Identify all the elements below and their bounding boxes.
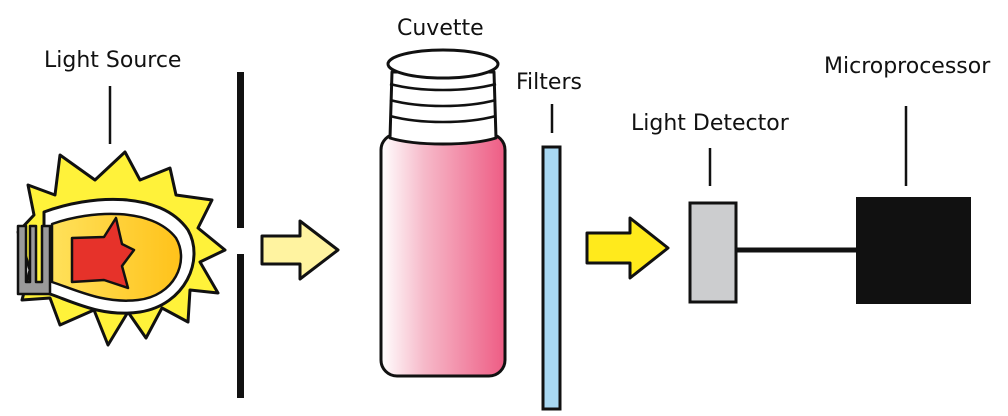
light-source-label: Light Source (44, 48, 182, 73)
filament-shape (70, 216, 136, 290)
light-arrow-out (585, 216, 670, 280)
light-arrow-in (260, 219, 340, 281)
cuvette-cap (386, 48, 500, 80)
cuvette-body (379, 132, 507, 378)
slit-top (237, 72, 244, 228)
cuvette-thread-3 (389, 114, 497, 124)
cuvette-thread-1 (389, 82, 497, 92)
slit-bottom (237, 254, 244, 398)
filters-label: Filters (516, 70, 582, 95)
microprocessor-box (856, 197, 971, 304)
light-detector-box (688, 201, 738, 304)
cuvette-neck (388, 70, 498, 146)
cuvette-label: Cuvette (397, 16, 484, 41)
light-detector-label: Light Detector (631, 111, 789, 136)
microprocessor-label: Microprocessor (824, 54, 991, 79)
filter-plate (541, 145, 562, 411)
cuvette-thread-2 (389, 98, 497, 108)
bulb-socket-shape (16, 224, 52, 296)
